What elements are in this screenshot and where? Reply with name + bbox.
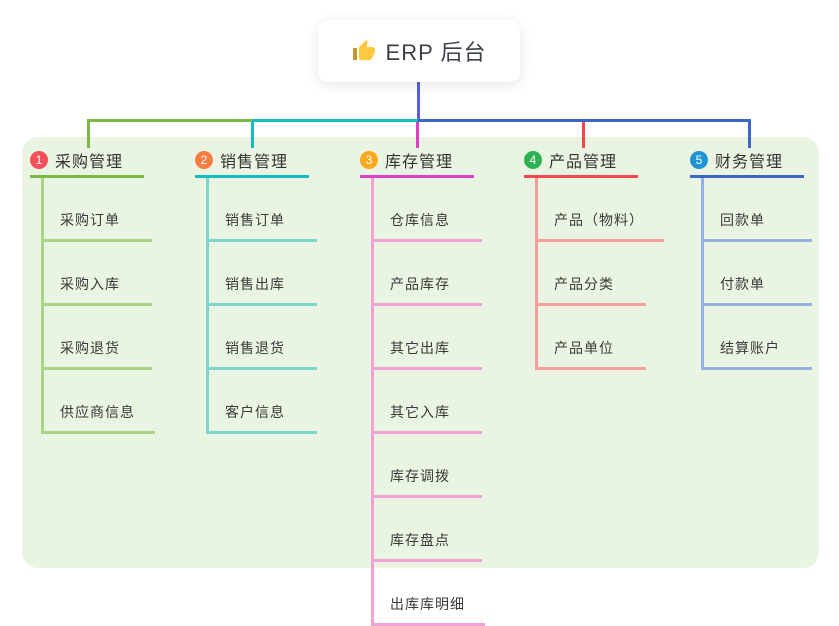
root-drop-line	[417, 82, 420, 120]
branch-header[interactable]: 3 库存管理	[360, 148, 474, 178]
child-node[interactable]: 产品库存	[374, 242, 482, 306]
branch-2-hline	[252, 119, 418, 122]
child-node[interactable]: 其它出库	[374, 306, 482, 370]
branch-title: 销售管理	[220, 154, 289, 171]
branch-2: 2 销售管理 销售订单销售出库销售退货客户信息	[195, 148, 317, 434]
branch-4-drop	[582, 122, 585, 148]
branch-children: 销售订单销售出库销售退货客户信息	[206, 178, 317, 434]
branch-title: 产品管理	[549, 154, 618, 171]
child-node[interactable]: 付款单	[704, 242, 812, 306]
branch-header[interactable]: 1 采购管理	[30, 148, 144, 178]
root-node[interactable]: ERP 后台	[318, 20, 520, 82]
child-node[interactable]: 供应商信息	[44, 370, 155, 434]
branch-2-drop	[251, 122, 254, 148]
branch-title: 财务管理	[715, 154, 784, 171]
child-node[interactable]: 回款单	[704, 178, 812, 242]
child-node[interactable]: 结算账户	[704, 306, 812, 370]
child-node[interactable]: 产品单位	[538, 306, 646, 370]
child-node[interactable]: 库存盘点	[374, 498, 482, 562]
branch-children: 仓库信息产品库存其它出库其它入库库存调拨库存盘点出库库明细	[371, 178, 485, 626]
branch-header[interactable]: 2 销售管理	[195, 148, 309, 178]
thumbs-up-icon	[352, 39, 376, 63]
child-node[interactable]: 其它入库	[374, 370, 482, 434]
child-node[interactable]: 客户信息	[209, 370, 317, 434]
branch-number-badge: 1	[30, 151, 48, 169]
child-node[interactable]: 采购入库	[44, 242, 152, 306]
child-node[interactable]: 销售退货	[209, 306, 317, 370]
child-node[interactable]: 出库库明细	[374, 562, 485, 626]
child-node[interactable]: 产品分类	[538, 242, 646, 306]
branch-title: 库存管理	[385, 154, 454, 171]
branch-number-badge: 5	[690, 151, 708, 169]
branch-children: 回款单付款单结算账户	[701, 178, 812, 370]
branch-1-hline	[87, 119, 254, 122]
child-node[interactable]: 销售订单	[209, 178, 317, 242]
branch-number-badge: 2	[195, 151, 213, 169]
branch-header[interactable]: 4 产品管理	[524, 148, 638, 178]
child-node[interactable]: 采购退货	[44, 306, 152, 370]
branch-title: 采购管理	[55, 154, 124, 171]
branch-5-hline	[418, 119, 751, 122]
child-node[interactable]: 销售出库	[209, 242, 317, 306]
branch-number-badge: 4	[524, 151, 542, 169]
branch-3: 3 库存管理 仓库信息产品库存其它出库其它入库库存调拨库存盘点出库库明细	[360, 148, 485, 626]
child-node[interactable]: 库存调拨	[374, 434, 482, 498]
branch-children: 产品（物料）产品分类产品单位	[535, 178, 664, 370]
branch-5-drop	[748, 119, 751, 148]
branch-3-drop	[416, 122, 419, 148]
child-node[interactable]: 仓库信息	[374, 178, 482, 242]
branch-number-badge: 3	[360, 151, 378, 169]
root-label: ERP 后台	[385, 40, 487, 65]
child-node[interactable]: 采购订单	[44, 178, 152, 242]
branch-children: 采购订单采购入库采购退货供应商信息	[41, 178, 155, 434]
branch-1-drop	[87, 119, 90, 148]
branch-4: 4 产品管理 产品（物料）产品分类产品单位	[524, 148, 664, 370]
child-node[interactable]: 产品（物料）	[538, 178, 664, 242]
branch-1: 1 采购管理 采购订单采购入库采购退货供应商信息	[30, 148, 155, 434]
branch-5: 5 财务管理 回款单付款单结算账户	[690, 148, 812, 370]
branch-header[interactable]: 5 财务管理	[690, 148, 804, 178]
